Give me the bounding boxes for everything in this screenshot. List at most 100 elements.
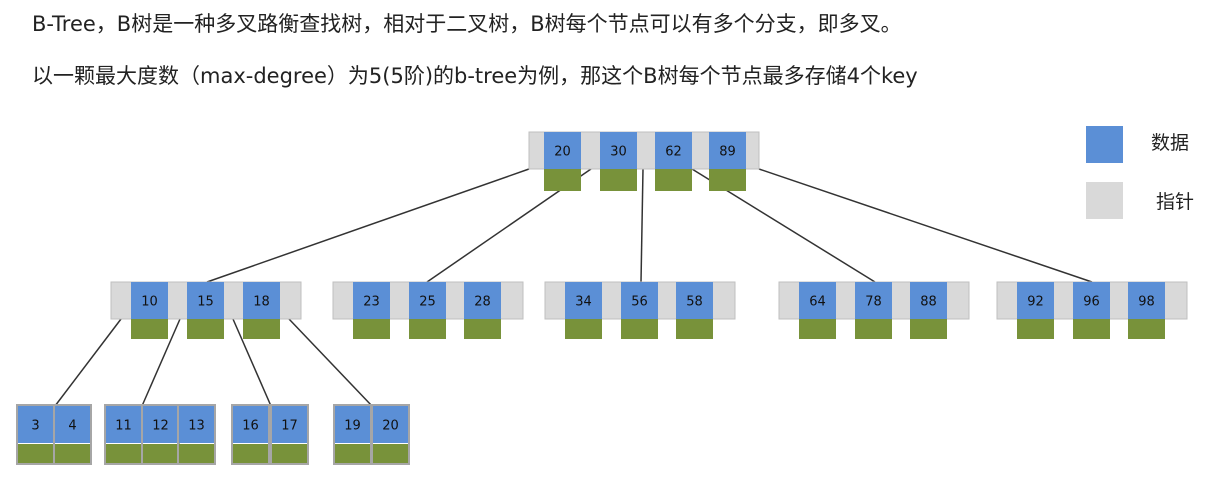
level2-key-text: 92 <box>1027 295 1044 310</box>
leaf-key-box <box>55 406 90 443</box>
level2-key-box <box>1073 282 1110 319</box>
level2-key-box <box>621 282 658 319</box>
level2-key-box <box>409 282 446 319</box>
leaf-pointer <box>233 444 268 463</box>
level2-key-box <box>187 282 224 319</box>
root-child-pointer <box>709 169 746 191</box>
level2-key-box <box>1128 282 1165 319</box>
level2-child-pointer <box>855 319 892 339</box>
edge-level2-to-leaf-1 <box>54 318 122 407</box>
root-key-box <box>544 132 581 169</box>
leaf-key: 17 <box>272 406 307 443</box>
level2-key: 58 <box>676 282 713 319</box>
level2-key: 88 <box>910 282 947 319</box>
level2-child-pointer <box>1017 319 1054 339</box>
leaf-key-text: 13 <box>188 419 205 434</box>
level2-child-pointer <box>565 319 602 339</box>
level2-child-pointer <box>353 319 390 339</box>
level2-key: 10 <box>131 282 168 319</box>
root-key-text: 30 <box>610 145 627 160</box>
leaf-key: 16 <box>233 406 268 443</box>
leaf-key-box <box>143 406 178 443</box>
root-child-pointer <box>600 169 637 191</box>
leaf-key: 11 <box>106 406 141 443</box>
edge-root-to-level2-3 <box>640 168 644 283</box>
level2-child-pointer <box>910 319 947 339</box>
level2-key: 98 <box>1128 282 1165 319</box>
tree-edges <box>54 168 1093 407</box>
root-key: 62 <box>655 132 692 169</box>
leaf-pointer <box>106 444 141 463</box>
leaf-key-box <box>18 406 53 443</box>
level2-key-text: 56 <box>631 295 648 310</box>
legend: 数据 指针 <box>1086 126 1194 219</box>
level2-key: 25 <box>409 282 446 319</box>
level2-key-box <box>799 282 836 319</box>
level2-key-box <box>565 282 602 319</box>
level2-key-text: 88 <box>920 295 937 310</box>
edge-root-to-level2-1 <box>206 168 530 283</box>
level2-key-text: 58 <box>686 295 703 310</box>
level2-key-box <box>131 282 168 319</box>
level2-node: 23 25 28 <box>332 281 524 339</box>
legend-pointer-label: 指针 <box>1156 191 1194 213</box>
level2-child-pointer <box>243 319 280 339</box>
level2-child-pointer <box>1073 319 1110 339</box>
level2-key-text: 64 <box>809 295 826 310</box>
leaf-key-box <box>272 406 307 443</box>
leaf-key-text: 12 <box>152 419 169 434</box>
root-key-box <box>600 132 637 169</box>
level2-key: 92 <box>1017 282 1054 319</box>
leaf-key: 12 <box>143 406 178 443</box>
leaf-key-text: 11 <box>115 419 132 434</box>
leaf-key-text: 19 <box>344 419 361 434</box>
leaf-key: 20 <box>373 406 408 443</box>
leaf-key-text: 16 <box>242 419 259 434</box>
leaf-pointer <box>55 444 90 463</box>
level2-key: 15 <box>187 282 224 319</box>
level2-child-pointer <box>131 319 168 339</box>
level2-child-pointer <box>464 319 501 339</box>
level2-key-box <box>1017 282 1054 319</box>
leaf-pointer <box>143 444 178 463</box>
leaf-cell-border <box>231 404 270 465</box>
level2-child-pointer <box>187 319 224 339</box>
level2-key-text: 28 <box>474 295 491 310</box>
edge-level2-to-leaf-2 <box>141 318 181 407</box>
leaf-pointer <box>373 444 408 463</box>
leaf-key: 4 <box>55 406 90 443</box>
edge-root-to-level2-5 <box>758 168 1093 283</box>
level2-key: 64 <box>799 282 836 319</box>
level2-key-box <box>676 282 713 319</box>
level2-key: 34 <box>565 282 602 319</box>
level2-key-text: 10 <box>141 295 158 310</box>
leaf-key-text: 20 <box>382 419 399 434</box>
level2-key-text: 15 <box>197 295 214 310</box>
leaf-key-text: 4 <box>68 419 76 434</box>
level2-child-pointer <box>621 319 658 339</box>
level2-key-box <box>353 282 390 319</box>
level2-node: 34 56 58 <box>544 281 736 339</box>
leaf-key: 19 <box>335 406 370 443</box>
leaf-cell-border <box>371 404 410 465</box>
level2-child-pointer <box>409 319 446 339</box>
root-key: 30 <box>600 132 637 169</box>
leaf-key-box <box>106 406 141 443</box>
legend-data-swatch <box>1086 126 1123 163</box>
legend-pointer-swatch <box>1086 182 1123 219</box>
leaf-key: 13 <box>179 406 214 443</box>
leaf-pointer <box>272 444 307 463</box>
level2-key: 23 <box>353 282 390 319</box>
intro-line-1: B-Tree，B树是一种多叉路衡查找树，相对于二叉树，B树每个节点可以有多个分支… <box>32 12 902 36</box>
level2-key-text: 25 <box>419 295 436 310</box>
leaf-pointer <box>179 444 214 463</box>
level2-key: 18 <box>243 282 280 319</box>
level2-key-text: 34 <box>575 295 592 310</box>
